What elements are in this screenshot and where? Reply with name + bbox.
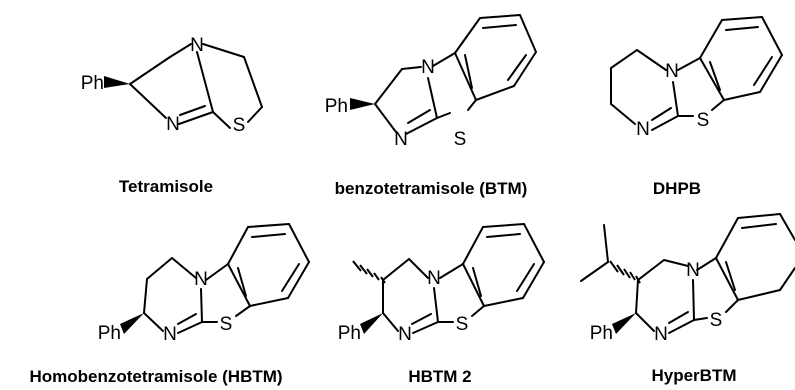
hyperbtm-isopropyl-hashed-bond [609, 260, 641, 284]
caption-btm: benzotetramisole (BTM) [335, 179, 528, 198]
tetramisole-bonds [129, 43, 263, 129]
tetramisole-hashed-wedge [104, 76, 130, 88]
hbtm2-n2-label: N [398, 324, 412, 345]
compound-tetramisole: Ph N N S Tetramisole [81, 35, 263, 196]
caption-hyperbtm: HyperBTM [651, 366, 736, 385]
hbtm-hashed-wedge [120, 313, 144, 334]
dhpb-n2-label: N [636, 119, 650, 140]
compound-dhpb: N N S DHPB [610, 16, 783, 198]
caption-tetramisole: Tetramisole [119, 177, 213, 196]
dhpb-bonds [610, 16, 783, 131]
hbtm-n-label: N [194, 269, 208, 290]
hbtm2-bonds [382, 223, 545, 334]
tetramisole-n-label: N [190, 35, 204, 56]
compound-btm: Ph N N S benzotetramisole (BTM) [325, 14, 537, 198]
caption-hbtm: Homobenzotetramisole (HBTM) [29, 367, 282, 386]
tetramisole-n2-label: N [166, 114, 180, 135]
hyperbtm-s-label: S [710, 310, 723, 331]
hbtm-bonds [143, 223, 310, 334]
caption-dhpb: DHPB [653, 179, 701, 198]
hyperbtm-bonds [580, 213, 795, 334]
hbtm2-hashed-wedge [360, 313, 383, 334]
hbtm2-n-label: N [427, 268, 441, 289]
hyperbtm-ph-label: Ph [590, 323, 613, 344]
compound-hyperbtm: Ph N N S HyperBTM [580, 213, 795, 385]
compound-hbtm: Ph N N S Homobenzotetramisole (HBTM) [29, 223, 310, 386]
dhpb-s-label: S [697, 110, 710, 131]
btm-hashed-wedge [350, 98, 375, 110]
btm-ph-label: Ph [325, 96, 348, 117]
hbtm-ph-label: Ph [98, 323, 121, 344]
hbtm2-methyl-hashed-bond [352, 260, 386, 284]
hbtm-n2-label: N [163, 324, 177, 345]
hbtm2-ph-label: Ph [338, 323, 361, 344]
tetramisole-s-label: S [233, 115, 246, 136]
hbtm-s-label: S [220, 314, 233, 335]
btm-s-label: S [454, 129, 467, 150]
btm-bonds [374, 14, 537, 135]
tetramisole-ph-label: Ph [81, 73, 104, 94]
hyperbtm-n2-label: N [654, 324, 668, 345]
hbtm2-s-label: S [456, 314, 469, 335]
caption-hbtm2: HBTM 2 [408, 367, 471, 386]
btm-n2-label: N [394, 129, 408, 150]
btm-n-label: N [421, 57, 435, 78]
hyperbtm-hashed-wedge [612, 313, 636, 334]
compound-hbtm2: Ph N N S HBTM 2 [338, 223, 545, 386]
dhpb-n-label: N [665, 61, 679, 82]
hyperbtm-n-label: N [686, 260, 700, 281]
